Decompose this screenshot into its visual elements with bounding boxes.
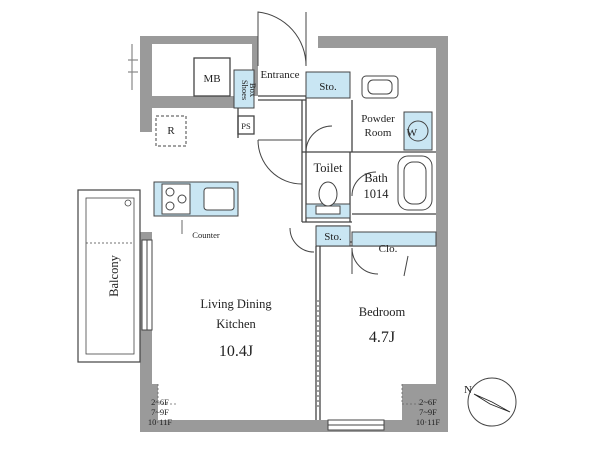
storage-top-label: Sto. <box>319 81 337 93</box>
washer-label: W <box>407 127 418 139</box>
ps-label: PS <box>241 121 251 131</box>
shoes-box-label-2: Box <box>248 83 258 98</box>
ldk-label-1: Living Dining <box>200 297 272 311</box>
bedroom-size: 4.7J <box>369 329 395 346</box>
mb-label: MB <box>203 73 220 85</box>
bath-fixtures <box>361 75 433 211</box>
room-labels: Living Dining Kitchen 10.4J Bedroom 4.7J… <box>107 69 406 360</box>
corner-markers <box>157 384 420 405</box>
compass-label: N <box>464 384 472 396</box>
floor-note-left-2: 7~9F <box>151 407 169 417</box>
toilet-label: Toilet <box>314 161 344 175</box>
floor-note-right-1: 2~6F <box>419 397 437 407</box>
powder-label-1: Powder <box>361 113 395 125</box>
bedroom-label: Bedroom <box>359 305 406 319</box>
fixture-labels: MB Shoes Box Sto. Sto. Clo. PS R W Count… <box>167 73 417 255</box>
storage-mid <box>315 225 351 247</box>
floor-note-right-2: 7~9F <box>419 407 437 417</box>
storage-top <box>305 71 351 99</box>
floor-notes-right: 2~6F 7~9F 10·11F <box>416 397 441 427</box>
ldk-size: 10.4J <box>219 343 253 360</box>
balcony-label: Balcony <box>107 254 121 296</box>
floor-notes-left: 2~6F 7~9F 10·11F <box>148 397 173 427</box>
closet <box>351 231 437 247</box>
bottom-window <box>327 419 385 431</box>
storage-mid-label: Sto. <box>324 231 342 243</box>
bath-size: 1014 <box>364 187 390 201</box>
shoes-box <box>233 69 255 109</box>
floor-note-left-1: 2~6F <box>151 397 169 407</box>
counter-label: Counter <box>192 230 220 240</box>
balcony <box>77 44 141 363</box>
balcony-markers <box>86 199 134 244</box>
kitchen-fixtures <box>154 115 238 217</box>
powder-label-2: Room <box>365 127 392 139</box>
floor-note-right-3: 10·11F <box>416 417 441 427</box>
balcony-window <box>141 239 153 331</box>
refrigerator-label: R <box>167 125 175 137</box>
bath-label: Bath <box>364 171 388 185</box>
shoes-box-label-1: Shoes <box>240 80 250 100</box>
washer-pan <box>403 111 433 151</box>
entrance-label: Entrance <box>260 69 299 81</box>
ldk-label-2: Kitchen <box>216 317 256 331</box>
compass-icon: N <box>464 377 517 427</box>
toilet-fixture <box>315 181 341 215</box>
doors <box>257 11 409 277</box>
floor-note-left-3: 10·11F <box>148 417 173 427</box>
closet-label: Clo. <box>379 243 398 255</box>
